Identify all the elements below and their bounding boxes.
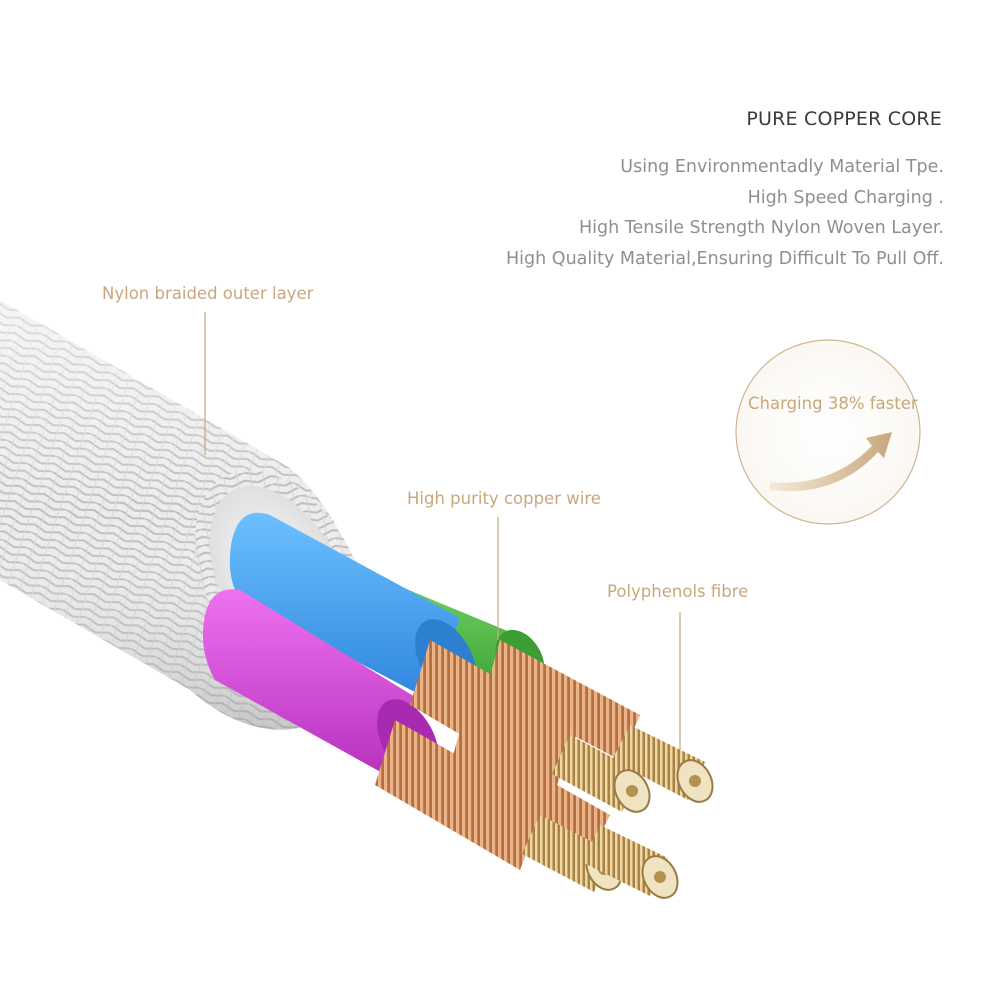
nylon-layer-label: Nylon braided outer layer — [102, 284, 314, 303]
copper-wire-label: High purity copper wire — [407, 489, 601, 508]
charging-badge-label: Charging 38% faster — [748, 394, 918, 413]
feature-line: Using Environmentadly Material Tpe. — [620, 157, 944, 177]
fibre-label: Polyphenols fibre — [607, 582, 749, 601]
feature-line: High Quality Material,Ensuring Difficult… — [506, 248, 944, 269]
feature-line: High Tensile Strength Nylon Woven Layer. — [579, 218, 944, 238]
section-heading: PURE COPPER CORE — [746, 108, 942, 130]
feature-list: Using Environmentadly Material Tpe. High… — [506, 152, 944, 274]
feature-line: High Speed Charging . — [747, 187, 944, 208]
copper-conductor-tips — [522, 725, 714, 899]
charging-badge — [735, 339, 921, 525]
